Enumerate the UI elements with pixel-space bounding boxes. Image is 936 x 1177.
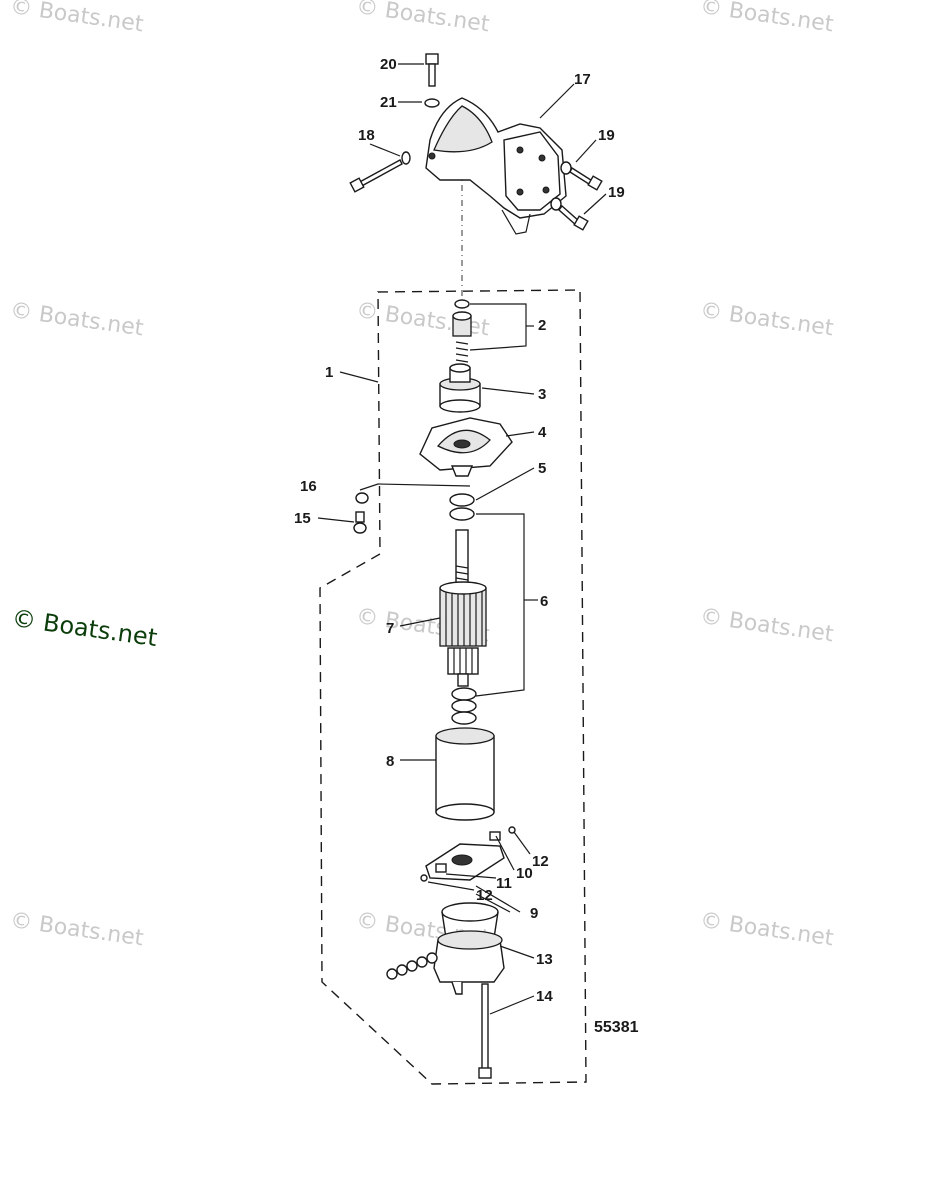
callout-11: 11 bbox=[496, 875, 512, 892]
callout-19-lower: 19 bbox=[608, 184, 625, 201]
screw-15 bbox=[353, 511, 367, 534]
washer-6-lower-c bbox=[451, 711, 477, 725]
washer-6-upper bbox=[449, 507, 475, 521]
figure-number: 55381 bbox=[594, 1019, 639, 1036]
callout-18: 18 bbox=[358, 127, 375, 144]
drive-spring bbox=[455, 341, 469, 363]
brush-spring-set bbox=[386, 952, 438, 980]
callout-17: 17 bbox=[574, 71, 591, 88]
callout-14: 14 bbox=[536, 988, 553, 1005]
callout-7: 7 bbox=[386, 620, 394, 637]
bolt-20 bbox=[425, 53, 439, 87]
callout-1: 1 bbox=[325, 364, 333, 381]
bolt-18 bbox=[349, 151, 411, 193]
callout-19-upper: 19 bbox=[598, 127, 615, 144]
callout-20: 20 bbox=[380, 56, 397, 73]
callout-12-lower: 12 bbox=[476, 887, 493, 904]
callout-16: 16 bbox=[300, 478, 317, 495]
callout-10: 10 bbox=[516, 865, 533, 882]
lockwasher-16 bbox=[355, 492, 369, 504]
retaining-ring bbox=[454, 299, 470, 309]
commutator-end-head bbox=[433, 902, 505, 995]
callout-2: 2 bbox=[538, 317, 546, 334]
through-bolt bbox=[478, 983, 492, 1079]
callout-8: 8 bbox=[386, 753, 394, 770]
bolt-19-lower bbox=[550, 197, 589, 231]
washer-21 bbox=[424, 98, 440, 108]
callout-5: 5 bbox=[538, 460, 546, 477]
callout-9: 9 bbox=[530, 905, 538, 922]
drive-end-housing bbox=[425, 97, 567, 235]
brush-plate bbox=[420, 826, 516, 882]
washer-6-lower-b bbox=[451, 699, 477, 713]
washer-6-lower-a bbox=[451, 687, 477, 701]
bearing-head bbox=[419, 417, 513, 477]
bolt-19-upper bbox=[560, 161, 603, 191]
drive-pinion bbox=[439, 363, 481, 413]
callout-3: 3 bbox=[538, 386, 546, 403]
callout-6: 6 bbox=[540, 593, 548, 610]
stop-collar bbox=[452, 311, 472, 337]
callout-13: 13 bbox=[536, 951, 553, 968]
thrust-washer-5 bbox=[449, 493, 475, 507]
field-frame bbox=[435, 727, 495, 821]
armature bbox=[439, 529, 487, 687]
callout-4: 4 bbox=[538, 424, 547, 441]
leader-lines bbox=[317, 63, 607, 1015]
callout-21: 21 bbox=[380, 94, 397, 111]
callout-12-upper: 12 bbox=[532, 853, 549, 870]
callout-15: 15 bbox=[294, 510, 311, 527]
